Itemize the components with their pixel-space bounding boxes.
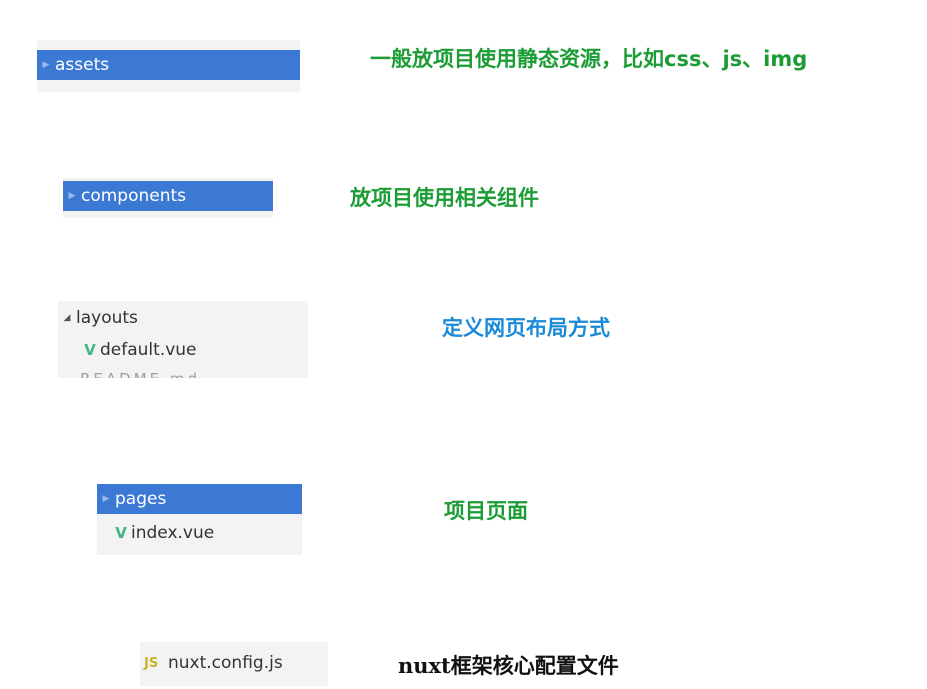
tree-item-label: pages xyxy=(115,489,167,509)
nuxt-config-snippet: JS nuxt.config.js xyxy=(140,642,328,686)
nuxt-config-annotation: nuxt框架核心配置文件 xyxy=(398,653,619,678)
pages-annotation: 项目页面 xyxy=(444,499,528,523)
js-file-icon: JS xyxy=(144,655,159,671)
tree-item-label: nuxt.config.js xyxy=(168,653,283,673)
tree-item-default-vue[interactable]: V default.vue xyxy=(58,335,308,365)
tree-item-index-vue[interactable]: V index.vue xyxy=(97,518,302,548)
tree-item-pages[interactable]: ▶ pages xyxy=(97,484,302,514)
triangle-right-icon[interactable]: ▶ xyxy=(42,60,50,70)
pages-folder-snippet: ▶ pages V index.vue xyxy=(97,484,302,555)
assets-folder-snippet: ▶ assets xyxy=(37,40,300,92)
assets-annotation: 一般放项目使用静态资源，比如css、js、img xyxy=(370,47,808,71)
layouts-folder-snippet: ◢ layouts V default.vue README.md xyxy=(58,301,308,378)
layouts-annotation: 定义网页布局方式 xyxy=(442,316,610,340)
vue-file-icon: V xyxy=(84,341,96,359)
tree-item-layouts[interactable]: ◢ layouts xyxy=(58,303,308,333)
triangle-down-icon[interactable]: ◢ xyxy=(63,313,71,323)
tree-item-label: assets xyxy=(55,55,110,75)
tree-item-components[interactable]: ▶ components xyxy=(63,181,273,211)
tree-item-label: default.vue xyxy=(100,340,197,360)
triangle-right-icon[interactable]: ▶ xyxy=(102,494,110,504)
triangle-right-icon[interactable]: ▶ xyxy=(68,191,76,201)
tree-item-label: components xyxy=(81,186,187,206)
components-folder-snippet: ▶ components xyxy=(63,178,273,218)
vue-file-icon: V xyxy=(115,524,127,542)
tree-item-label: layouts xyxy=(76,308,138,328)
tree-item-assets[interactable]: ▶ assets xyxy=(37,50,300,80)
tree-item-label-cut: README.md xyxy=(80,370,200,378)
components-annotation: 放项目使用相关组件 xyxy=(350,186,539,210)
tree-item-readme-partial[interactable]: README.md xyxy=(58,369,308,378)
tree-item-nuxt-config[interactable]: JS nuxt.config.js xyxy=(140,648,328,678)
tree-item-label: index.vue xyxy=(131,523,215,543)
